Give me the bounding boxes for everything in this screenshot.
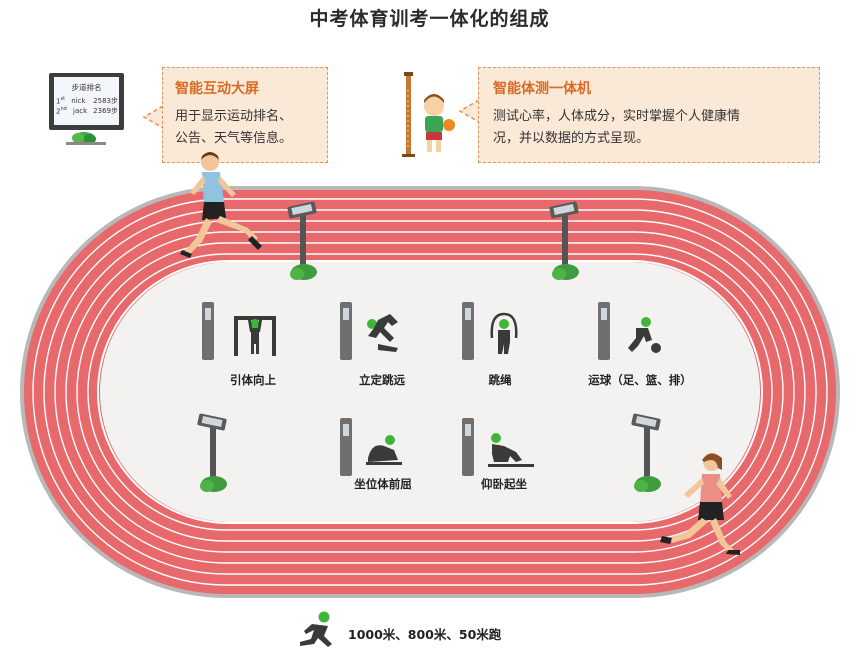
station-label: 运球（足、篮、排） xyxy=(588,373,692,387)
station-label: 仰卧起坐 xyxy=(481,477,527,491)
station-long-jump: 立定跳远 xyxy=(338,298,428,390)
screen-callout-pointer xyxy=(142,105,164,129)
male-runner-icon xyxy=(180,152,262,258)
station-pull-up: 引体向上 xyxy=(198,298,288,390)
running-events-label: 1000米、800米、50米跑 xyxy=(348,627,502,642)
camera-pole-icon xyxy=(287,201,317,280)
station-sit-reach: 坐位体前屈 xyxy=(338,414,428,506)
station-sit-up: 仰卧起坐 xyxy=(460,414,550,506)
runner-icon xyxy=(300,611,332,647)
monitor-icon xyxy=(49,73,124,145)
monitor-row-1: 1st nick 2583步 xyxy=(56,96,118,106)
screen-callout-line-2: 公告、天气等信息。 xyxy=(175,131,293,146)
running-legend: 1000米、800米、50米跑 xyxy=(294,610,564,652)
screen-callout-title: 智能互动大屏 xyxy=(175,81,259,97)
sit-up-icon xyxy=(462,418,534,476)
device-callout-line-2: 况，并以数据的方式呈现。 xyxy=(493,131,650,146)
interactive-screen: 步道排名 1st nick 2583步 2nd jack 2369步 xyxy=(48,72,125,146)
monitor-row-2: 2nd jack 2369步 xyxy=(56,106,118,116)
station-label: 引体向上 xyxy=(230,373,276,387)
camera-pole-icon xyxy=(197,413,227,492)
monitor-heading: 步道排名 xyxy=(71,83,102,92)
long-jump-icon xyxy=(340,302,398,360)
jump-rope-icon xyxy=(462,302,518,360)
station-ball-dribble: 运球（足、篮、排） xyxy=(588,298,692,390)
device-callout-line-1: 测试心率，人体成分，实时掌握个人健康情 xyxy=(493,109,741,124)
device-callout-title: 智能体测一体机 xyxy=(493,81,591,97)
device-callout-pointer xyxy=(458,99,480,123)
sit-reach-icon xyxy=(340,418,402,476)
station-label: 立定跳远 xyxy=(359,373,405,387)
station-label: 跳绳 xyxy=(488,373,512,387)
page-title: 中考体育训考一体化的组成 xyxy=(309,8,550,30)
pull-up-icon xyxy=(202,302,276,360)
camera-pole-icon xyxy=(631,413,661,492)
screen-callout: 智能互动大屏 用于显示运动排名、 公告、天气等信息。 xyxy=(162,67,328,163)
screen-callout-line-1: 用于显示运动排名、 xyxy=(175,109,293,124)
camera-pole-icon xyxy=(549,201,579,280)
station-label: 坐位体前屈 xyxy=(354,477,412,491)
station-jump-rope: 跳绳 xyxy=(460,298,550,390)
ball-dribble-icon xyxy=(598,302,661,360)
female-runner-icon xyxy=(660,453,740,555)
device-callout: 智能体测一体机 测试心率，人体成分，实时掌握个人健康情 况，并以数据的方式呈现。 xyxy=(478,67,820,163)
boy-with-ball-icon xyxy=(402,72,455,157)
